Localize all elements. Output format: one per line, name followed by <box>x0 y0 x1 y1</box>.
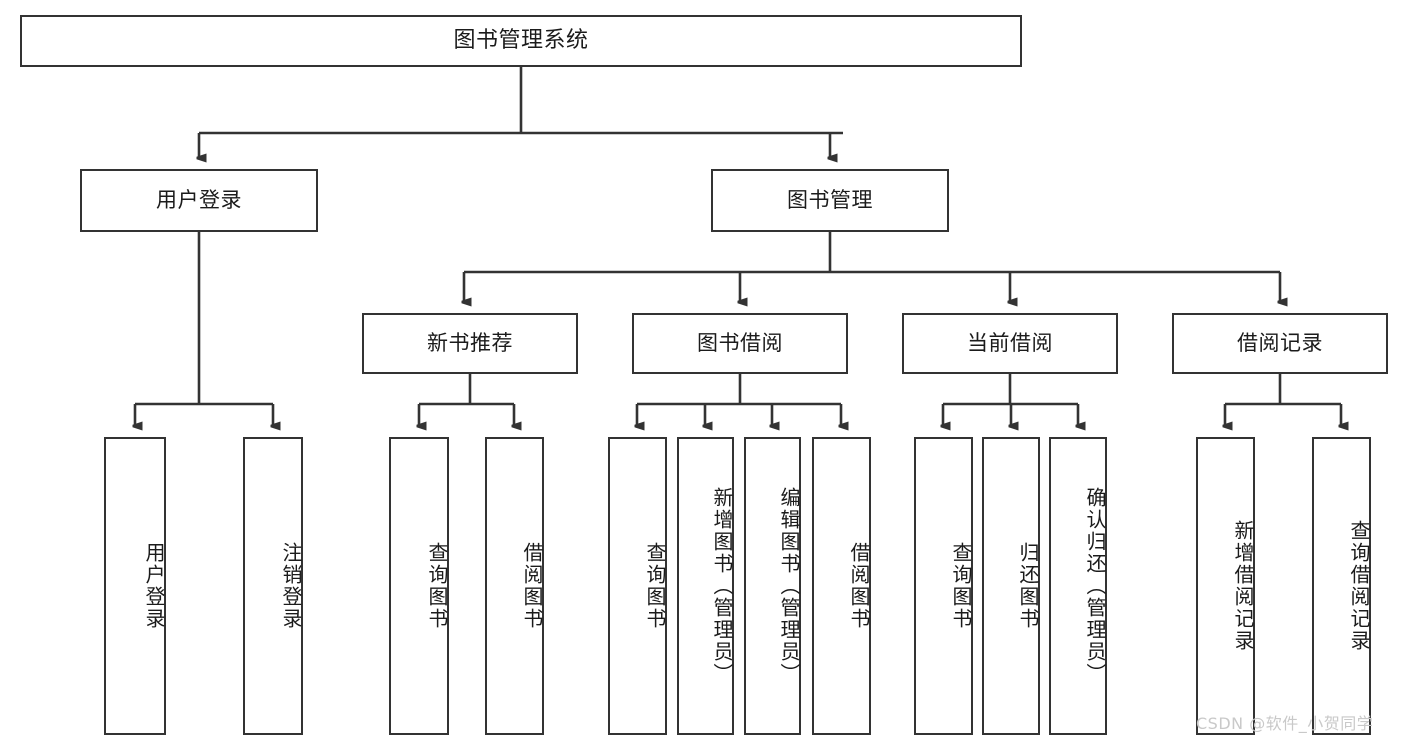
node-leaf-return-book-label: 归还图书 <box>1016 542 1040 630</box>
node-leaf-add-book-label: 新增图书（管理员） <box>710 487 734 685</box>
node-leaf-user-login[interactable]: 用户登录 <box>104 437 166 735</box>
node-leaf-query-book-1[interactable]: 查询图书 <box>389 437 449 735</box>
node-leaf-query-book-2[interactable]: 查询图书 <box>608 437 667 735</box>
node-leaf-logout[interactable]: 注销登录 <box>243 437 303 735</box>
node-leaf-user-login-label: 用户登录 <box>142 542 166 630</box>
node-leaf-confirm-return[interactable]: 确认归还（管理员） <box>1049 437 1107 735</box>
node-leaf-add-book[interactable]: 新增图书（管理员） <box>677 437 734 735</box>
watermark: CSDN @软件_小贺同学 <box>1196 714 1374 733</box>
node-leaf-edit-book[interactable]: 编辑图书（管理员） <box>744 437 801 735</box>
node-current-borrow-label: 当前借阅 <box>967 331 1053 356</box>
node-leaf-edit-book-label: 编辑图书（管理员） <box>777 487 801 685</box>
node-leaf-borrow-book-1[interactable]: 借阅图书 <box>485 437 544 735</box>
node-user-login[interactable]: 用户登录 <box>80 169 318 232</box>
node-leaf-add-record[interactable]: 新增借阅记录 <box>1196 437 1255 735</box>
node-leaf-query-book-3[interactable]: 查询图书 <box>914 437 973 735</box>
node-leaf-return-book[interactable]: 归还图书 <box>982 437 1040 735</box>
node-leaf-query-record-label: 查询借阅记录 <box>1347 520 1371 652</box>
node-leaf-confirm-return-label: 确认归还（管理员） <box>1083 487 1107 685</box>
node-leaf-query-book-2-label: 查询图书 <box>643 542 667 630</box>
node-root[interactable]: 图书管理系统 <box>20 15 1022 67</box>
node-leaf-borrow-book-2[interactable]: 借阅图书 <box>812 437 871 735</box>
node-new-book-recommend[interactable]: 新书推荐 <box>362 313 578 374</box>
node-book-manage-label: 图书管理 <box>787 188 873 213</box>
node-borrow-record[interactable]: 借阅记录 <box>1172 313 1388 374</box>
node-book-borrow-label: 图书借阅 <box>697 331 783 356</box>
node-new-book-recommend-label: 新书推荐 <box>427 331 513 356</box>
node-leaf-borrow-book-1-label: 借阅图书 <box>520 542 544 630</box>
node-leaf-query-record[interactable]: 查询借阅记录 <box>1312 437 1371 735</box>
node-root-label: 图书管理系统 <box>453 28 589 54</box>
node-leaf-query-book-1-label: 查询图书 <box>425 542 449 630</box>
node-leaf-borrow-book-2-label: 借阅图书 <box>847 542 871 630</box>
node-current-borrow[interactable]: 当前借阅 <box>902 313 1118 374</box>
node-leaf-logout-label: 注销登录 <box>279 542 303 630</box>
node-book-borrow[interactable]: 图书借阅 <box>632 313 848 374</box>
node-leaf-query-book-3-label: 查询图书 <box>949 542 973 630</box>
node-borrow-record-label: 借阅记录 <box>1237 331 1323 356</box>
node-leaf-add-record-label: 新增借阅记录 <box>1231 520 1255 652</box>
node-book-manage[interactable]: 图书管理 <box>711 169 949 232</box>
node-user-login-label: 用户登录 <box>156 188 242 213</box>
